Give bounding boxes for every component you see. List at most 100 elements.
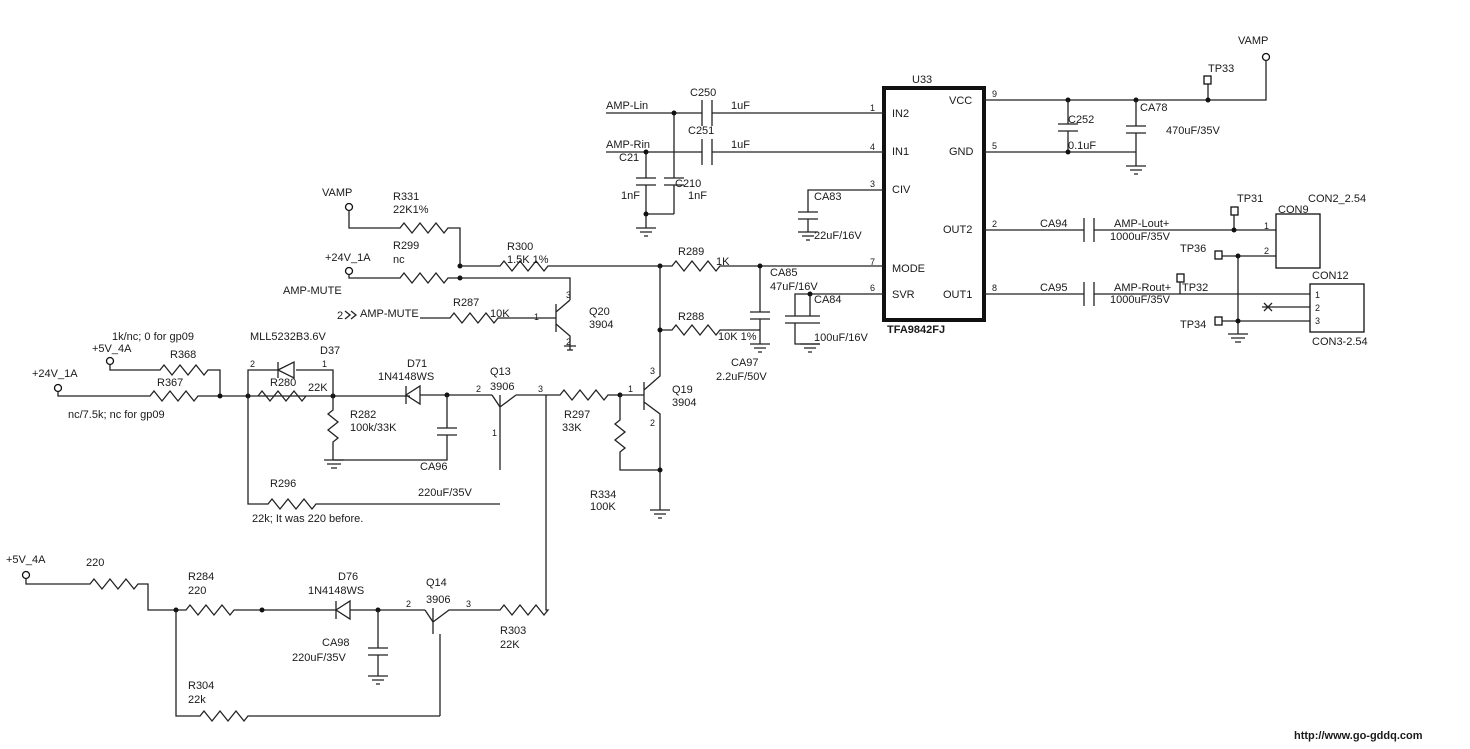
r299-ref: R299	[393, 240, 419, 252]
drive-section: 1k/nc; 0 for gp09 +5V_4A R368 +24V_1A R3…	[32, 331, 696, 525]
d37-pin1: 1	[322, 359, 327, 369]
r287-val: 10K	[490, 308, 510, 320]
net-amp-mute-port: AMP-MUTE	[360, 308, 419, 320]
q20-pin2: 2	[566, 337, 571, 347]
cap-ca78	[1126, 100, 1146, 175]
resistor-r287	[420, 311, 556, 325]
d71-part: 1N4148WS	[378, 371, 434, 383]
offpage-arrow-icon	[344, 310, 358, 320]
q14-pin2: 2	[406, 599, 411, 609]
cap-ca85-ca84	[785, 293, 884, 345]
c250-ref: C250	[690, 87, 716, 99]
resistor-r280	[257, 389, 307, 403]
con12-body	[1309, 283, 1365, 333]
q19-part: 3904	[672, 397, 696, 409]
pin-num-in1: 4	[870, 142, 875, 152]
ic-ref: U33	[912, 74, 932, 86]
pin-num-vcc: 9	[992, 89, 997, 99]
ic-pin-mode: MODE	[892, 263, 925, 275]
r303-val: 22K	[500, 639, 520, 651]
q20-ref: Q20	[589, 306, 610, 318]
con9-pin2: 2	[1264, 246, 1269, 256]
pin-num-out1: 8	[992, 283, 997, 293]
cap-ca94	[1083, 218, 1095, 242]
r282-val: 100k/33K	[350, 422, 397, 434]
ic-body	[882, 86, 986, 322]
cap-c252	[1058, 100, 1078, 152]
q20-part: 3904	[589, 319, 613, 331]
resistor-r296	[247, 396, 500, 511]
net-amp-lin: AMP-Lin	[606, 100, 648, 112]
ground-symbol	[636, 227, 656, 237]
r300-val: 1.5K 1%	[507, 254, 549, 266]
r367-ref: R367	[157, 377, 183, 389]
c252-val: 0.1uF	[1068, 140, 1096, 152]
net-amp-lout: AMP-Lout+	[1114, 218, 1169, 230]
q13-ref: Q13	[490, 366, 511, 378]
net-amp-rin: AMP-Rin	[606, 139, 650, 151]
c21-ref: C21	[619, 152, 639, 164]
wire-vcc	[984, 60, 1267, 101]
pin-num-gnd: 5	[992, 141, 997, 151]
q14-part: 3906	[426, 594, 450, 606]
watermark: http://www.go-gddq.com	[1294, 730, 1423, 742]
cap-c250	[701, 100, 713, 126]
q13-pin1: 1	[492, 428, 497, 438]
c251-ref: C251	[688, 125, 714, 137]
d37-part: MLL5232B3.6V	[250, 331, 326, 343]
ca95-ref: CA95	[1040, 282, 1068, 294]
ca78-ref: CA78	[1140, 102, 1168, 114]
ca97-val: 2.2uF/50V	[716, 371, 767, 383]
tp36-pad	[1214, 250, 1223, 260]
resistor-220	[25, 577, 176, 611]
ic-pin-civ: CIV	[892, 184, 911, 196]
r299-val: nc	[393, 254, 405, 266]
ca85-val: 47uF/16V	[770, 281, 818, 293]
tp33-pad	[1203, 75, 1212, 85]
con9-pin1: 1	[1264, 221, 1269, 231]
con12-pin2: 2	[1315, 303, 1320, 313]
d37-ref: D37	[320, 345, 340, 357]
note-3: 22k; It was 220 before.	[252, 513, 363, 525]
con9-ref: CON9	[1278, 204, 1309, 216]
ic-pin-out2: OUT2	[943, 224, 972, 236]
transistor-q13	[491, 388, 620, 470]
c210-val: 1nF	[688, 190, 707, 202]
r288-val: 10K 1%	[718, 331, 757, 343]
input-section: AMP-Lin AMP-Rin C250 1uF C251 1uF C21 1n…	[606, 87, 884, 242]
ca98-val: 220uF/35V	[292, 652, 346, 664]
r303-ref: R303	[500, 625, 526, 637]
ic-pin-vcc: VCC	[949, 95, 972, 107]
pin-num-mode: 7	[870, 257, 875, 267]
q19-pin1: 1	[628, 384, 633, 394]
tp32-pad	[1176, 273, 1185, 283]
con9-type: CON2_2.54	[1308, 193, 1366, 205]
r280-ref: R280	[270, 377, 296, 389]
r300-ref: R300	[507, 241, 533, 253]
ca96-val: 220uF/35V	[418, 487, 472, 499]
resistor-r367	[57, 389, 410, 403]
cap-c251	[701, 139, 713, 165]
r331-ref: R331	[393, 191, 419, 203]
d37-pin2: 2	[250, 359, 255, 369]
r-in-val: 220	[86, 557, 104, 569]
tp33-label: TP33	[1208, 63, 1234, 75]
q13-pin3: 3	[538, 384, 543, 394]
transistor-q19	[613, 368, 670, 519]
r284-val: 220	[188, 585, 206, 597]
r297-val: 33K	[562, 422, 582, 434]
ic-pin-in1: IN1	[892, 146, 909, 158]
r304-ref: R304	[188, 680, 214, 692]
resistor-r288	[660, 323, 760, 337]
diode-d71	[404, 384, 492, 406]
ic-pin-out1: OUT1	[943, 289, 972, 301]
ca84-val: 100uF/16V	[814, 332, 868, 344]
r334-val: 100K	[590, 501, 616, 513]
r331-val: 22K1%	[393, 204, 429, 216]
cap-ca83	[798, 189, 884, 241]
net-v24-left: +24V_1A	[32, 368, 78, 380]
transistor-q14	[424, 395, 550, 716]
pin-num-svr: 6	[870, 283, 875, 293]
mute-port-pin: 2	[337, 310, 343, 322]
r288-ref: R288	[678, 311, 704, 323]
